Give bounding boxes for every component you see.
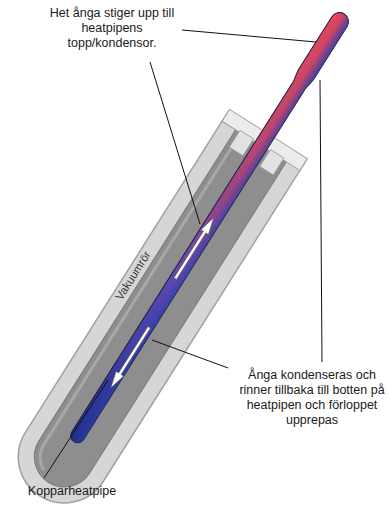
leader-line bbox=[182, 30, 316, 42]
vacuum-tube-assembly bbox=[1, 0, 383, 505]
leader-line bbox=[150, 62, 200, 224]
leader-line bbox=[152, 340, 228, 368]
leader-line bbox=[44, 380, 108, 478]
callout-label: Het ånga stiger upp till heatpipens topp… bbox=[37, 6, 187, 51]
callout-label: Ånga kondenseras och rinner tillbaka til… bbox=[237, 368, 387, 428]
rising-vapour-arrow bbox=[171, 215, 217, 281]
falling-condensate-arrow bbox=[107, 325, 153, 391]
callout-label: Kopparheatpipe bbox=[12, 484, 132, 499]
leader-line bbox=[320, 80, 322, 362]
glass-highlight bbox=[32, 140, 248, 470]
